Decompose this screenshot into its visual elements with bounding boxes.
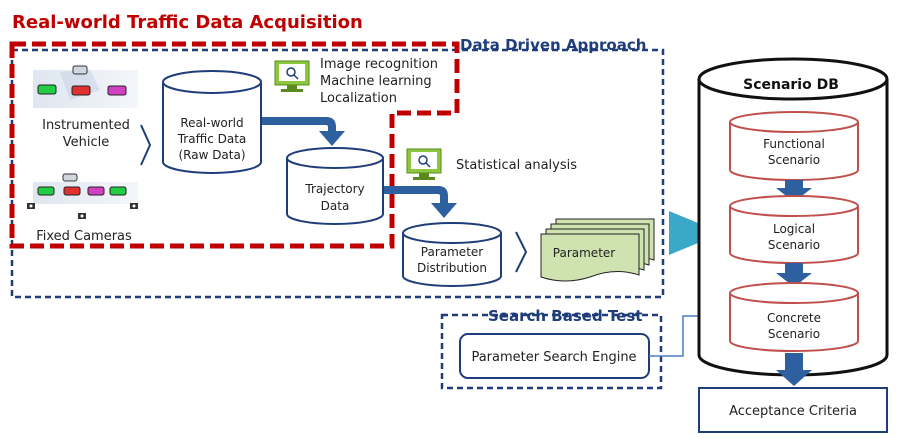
search-based-test-region [440,313,663,390]
functional-scenario-cylinder [729,111,859,181]
raw-data-label-3: (Raw Data) [178,148,245,162]
parameter-document-stack [540,218,655,282]
scenario-db-title: Scenario DB [743,77,839,93]
statistics-monitor-icon [406,148,442,180]
teal-arrow [669,211,722,255]
flow-arrow [776,263,812,287]
statistical-analysis-label: Statistical analysis [456,158,577,173]
parameter-distribution-label-2: Distribution [417,261,487,275]
concrete-scenario-label-1: Concrete [767,311,821,325]
trajectory-data-cylinder [286,147,384,225]
fixed-cameras-illustration [27,173,138,219]
logical-scenario-label-2: Scenario [768,238,820,252]
flow-arrow [384,186,457,218]
processing-line-3: Localization [320,91,397,106]
fixed-cameras-label: Fixed Cameras [36,229,132,244]
acquisition-title: Real-world Traffic Data Acquisition [12,12,363,33]
flow-arrow [776,180,812,202]
raw-data-label-2: Traffic Data [177,132,247,146]
camera-icon [27,203,35,209]
chevron-right-icon [515,231,528,273]
concrete-scenario-label-2: Scenario [768,327,820,341]
data-driven-title: Data Driven Approach [460,36,646,54]
logical-scenario-cylinder [729,195,859,264]
logical-scenario-label-1: Logical [773,222,815,236]
parameter-distribution-cylinder [402,222,502,287]
raw-data-label-1: Real-world [180,116,243,130]
instrumented-vehicle-label-1: Instrumented [42,118,130,133]
parameter-distribution-label-1: Parameter [421,245,483,259]
flow-arrow [776,353,812,386]
acquisition-region [9,41,460,249]
analysis-monitor-icon [274,60,310,92]
functional-scenario-label-1: Functional [763,137,825,151]
chevron-right-icon [140,124,152,166]
camera-icon [130,203,138,209]
flow-arrow [262,117,345,146]
processing-line-2: Machine learning [320,74,432,89]
trajectory-label-2: Data [321,199,350,213]
concrete-scenario-cylinder [729,282,859,352]
acceptance-criteria-label: Acceptance Criteria [729,404,857,419]
instrumented-vehicle-illustration [33,65,138,108]
trajectory-label-1: Trajectory [304,182,364,196]
acceptance-criteria-box [698,387,888,433]
instrumented-vehicle-label-2: Vehicle [63,135,110,150]
parameter-search-engine-label: Parameter Search Engine [471,350,636,365]
search-based-test-title: Search Based Test [488,307,642,325]
camera-icon [78,213,86,219]
parameter-document-label: Parameter [553,246,615,260]
processing-line-1: Image recognition [320,57,438,72]
raw-data-cylinder [162,70,262,174]
functional-scenario-label-2: Scenario [768,153,820,167]
